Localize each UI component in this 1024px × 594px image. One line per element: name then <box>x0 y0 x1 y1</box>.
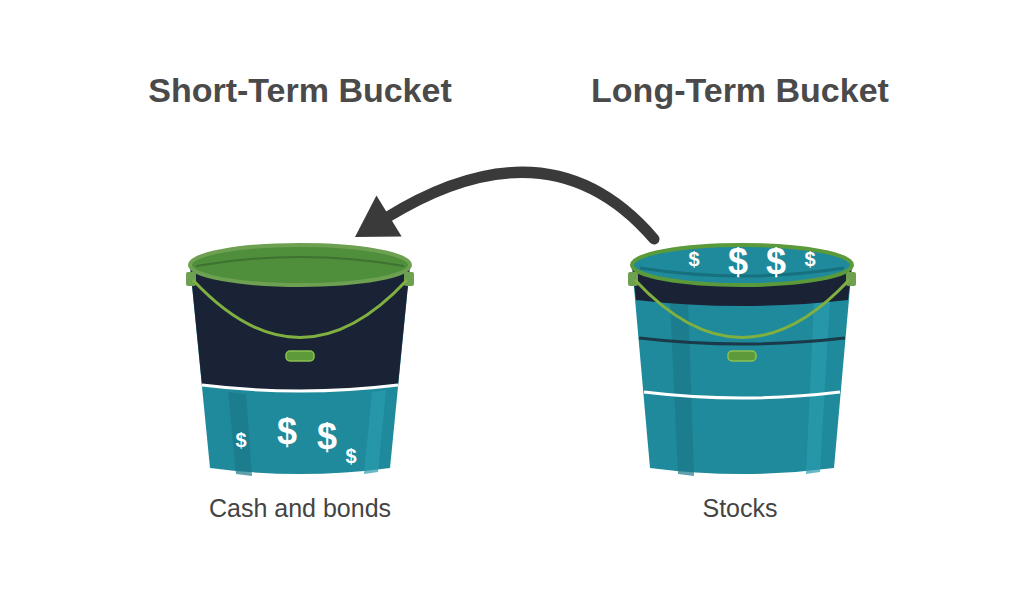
dollar-sign: $ <box>804 249 815 269</box>
dollar-sign: $ <box>345 446 356 466</box>
dollar-sign: $ <box>688 249 699 269</box>
arrow-head <box>355 196 402 237</box>
short-term-bucket-drawing <box>120 68 480 538</box>
dollar-sign: $ <box>766 244 786 280</box>
dollar-sign: $ <box>235 430 246 450</box>
long-term-bucket-drawing <box>560 68 920 538</box>
transfer-arrow <box>355 172 654 239</box>
dollar-sign: $ <box>317 419 337 455</box>
dollar-sign: $ <box>728 244 748 280</box>
bucket-node: Long-Term BucketStocks <box>560 68 920 538</box>
bucket-heading: Short-Term Bucket <box>120 70 480 110</box>
bucket-caption: Cash and bonds <box>120 493 480 523</box>
dollar-sign: $ <box>277 414 297 450</box>
bucket-heading: Long-Term Bucket <box>560 70 920 110</box>
arrow-line <box>386 172 654 239</box>
bucket-node: Short-Term BucketCash and bonds <box>120 68 480 538</box>
bucket-caption: Stocks <box>560 493 920 523</box>
